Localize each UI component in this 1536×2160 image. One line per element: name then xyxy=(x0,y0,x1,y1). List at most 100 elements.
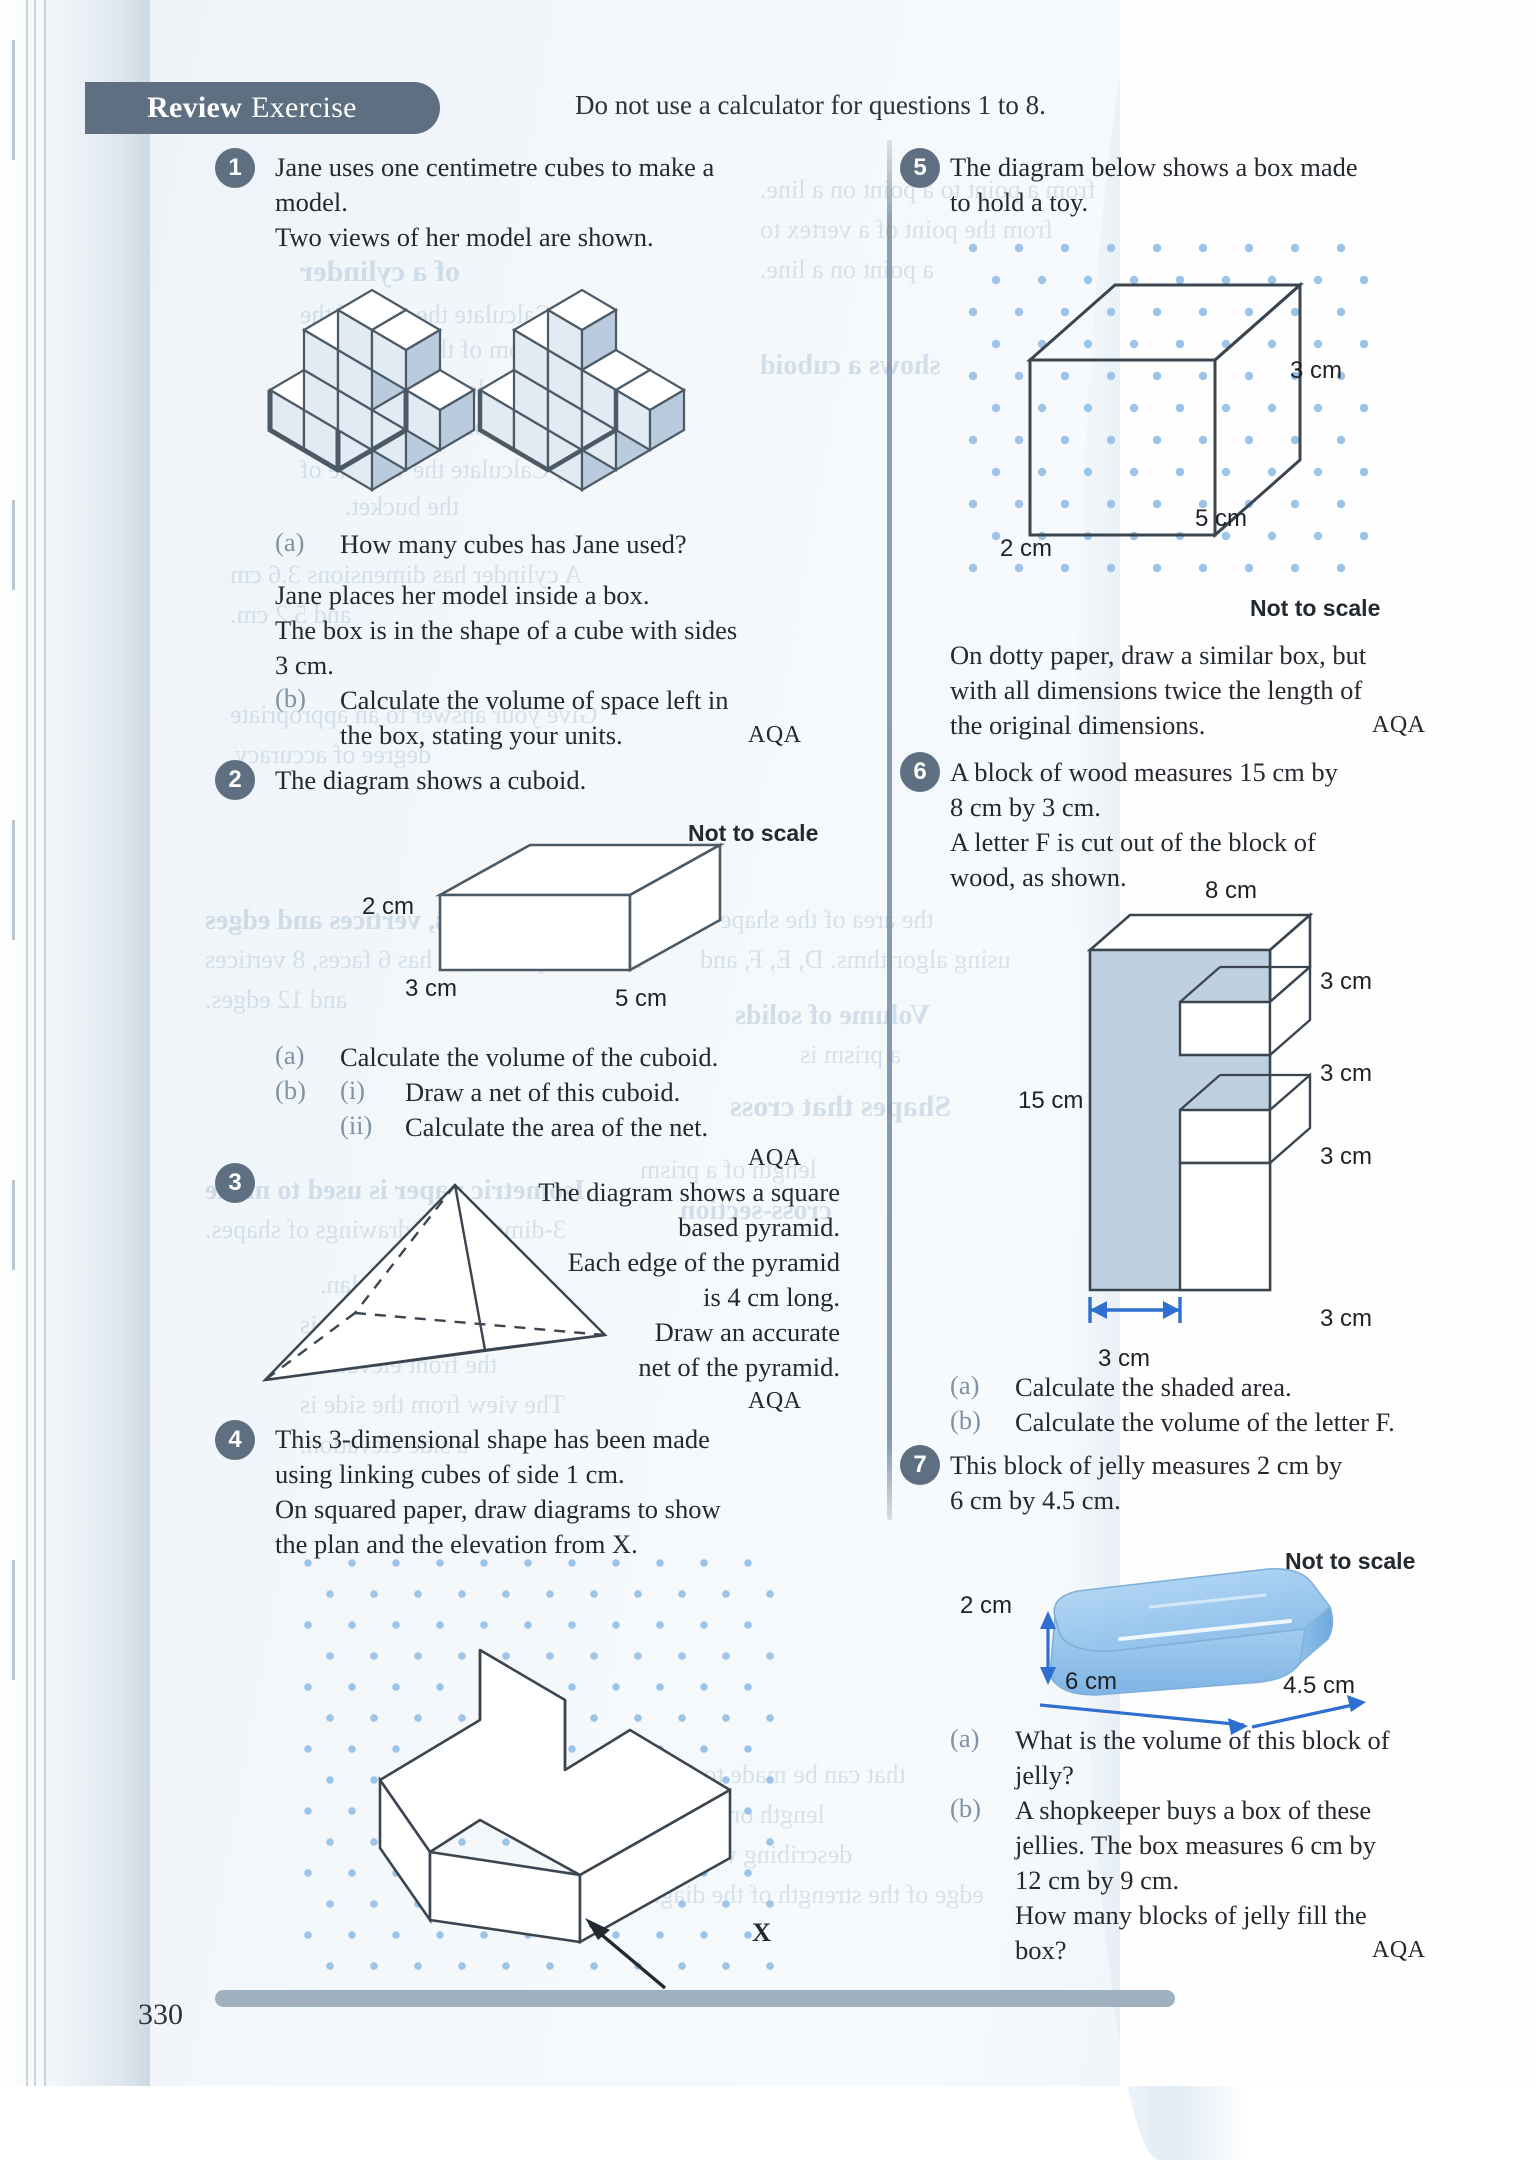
q7-part-b-line-2: jellies. The box measures 6 cm by xyxy=(1015,1830,1376,1860)
q7-part-b-line-5: box? xyxy=(1015,1935,1067,1965)
q6-dim-bottom: 3 cm xyxy=(1098,1345,1151,1372)
review-exercise-banner: Review Exercise xyxy=(85,82,440,134)
q7-part-a-line-1: What is the volume of this block of xyxy=(1015,1725,1390,1755)
q4-line-3: On squared paper, draw diagrams to show xyxy=(275,1494,721,1524)
q5-tail-line-1: On dotty paper, draw a similar box, but xyxy=(950,640,1367,670)
q7-jelly-block-diagram xyxy=(1039,1567,1366,1735)
q7-not-to-scale: Not to scale xyxy=(1285,1548,1416,1574)
q1-part-a-label: (a) xyxy=(275,527,305,557)
q1-mid-line-3: 3 cm. xyxy=(275,650,334,680)
q3-line-2: based pyramid. xyxy=(678,1212,840,1242)
question-number-6: 6 xyxy=(900,752,940,792)
q2-dim-width: 5 cm xyxy=(615,985,668,1012)
q3-square-pyramid-diagram xyxy=(261,1183,608,1382)
question-number-3: 3 xyxy=(215,1163,255,1203)
q7-part-b-line-3: 12 cm by 9 cm. xyxy=(1015,1865,1180,1895)
question-number-1: 1 xyxy=(215,148,255,188)
q1-part-b-label: (b) xyxy=(275,683,306,713)
q2-part-b-i-label: (i) xyxy=(340,1075,366,1105)
q6-dim-r3: 3 cm xyxy=(1320,1143,1373,1170)
book-spine xyxy=(0,0,150,2086)
q6-dim-r4: 3 cm xyxy=(1320,1305,1373,1332)
spine-line xyxy=(44,0,46,2086)
footer-bar xyxy=(215,1990,1175,2007)
banner-title-bold: Review xyxy=(147,91,243,124)
q6-letter-f-block-diagram xyxy=(1086,912,1314,1323)
spine-tick xyxy=(12,1560,15,1680)
q6-part-a-text: Calculate the shaded area. xyxy=(1015,1372,1292,1402)
spine-tick xyxy=(12,40,15,160)
q3-line-1: The diagram shows a square xyxy=(538,1177,840,1207)
q7-part-a-label: (a) xyxy=(950,1723,980,1753)
q1-part-a-text: How many cubes has Jane used? xyxy=(340,529,687,559)
q2-dim-height: 2 cm xyxy=(362,893,415,920)
q2-part-b-i-text: Draw a net of this cuboid. xyxy=(405,1077,681,1107)
spine-line xyxy=(26,0,28,2086)
q7-line-2: 6 cm by 4.5 cm. xyxy=(950,1485,1121,1515)
q1-source: AQA xyxy=(748,722,802,748)
q5-tail-line-3: the original dimensions. xyxy=(950,710,1206,740)
q4-linking-cubes-shape xyxy=(378,1648,732,1990)
page-number: 330 xyxy=(138,1998,183,2031)
q7-part-b-line-1: A shopkeeper buys a box of these xyxy=(1015,1795,1372,1825)
q2-line-1: The diagram shows a cuboid. xyxy=(275,765,587,795)
q6-line-4: wood, as shown. xyxy=(950,862,1127,892)
q3-line-3: Each edge of the pyramid xyxy=(567,1247,840,1277)
q1-part-b-line-1: Calculate the volume of space left in xyxy=(340,685,729,715)
q2-not-to-scale: Not to scale xyxy=(688,820,819,846)
q2-part-a-text: Calculate the volume of the cuboid. xyxy=(340,1042,719,1072)
q7-part-a-line-2: jelly? xyxy=(1015,1760,1074,1790)
q1-part-b-line-2: the box, stating your units. xyxy=(340,720,623,750)
q5-dim-width: 5 cm xyxy=(1195,505,1248,532)
q3-line-6: net of the pyramid. xyxy=(638,1352,840,1382)
q6-dim-r1: 3 cm xyxy=(1320,968,1373,995)
q3-source: AQA xyxy=(748,1388,802,1414)
q5-dim-depth: 2 cm xyxy=(1000,535,1053,562)
question-number-4: 4 xyxy=(215,1420,255,1460)
q2-dim-depth: 3 cm xyxy=(405,975,458,1002)
q5-box-diagram xyxy=(1026,281,1304,539)
question-number-5: 5 xyxy=(900,148,940,188)
q7-dim-width: 6 cm xyxy=(1065,1668,1118,1695)
spine-tick xyxy=(12,1180,15,1270)
q7-line-1: This block of jelly measures 2 cm by xyxy=(950,1450,1343,1480)
q6-part-b-label: (b) xyxy=(950,1405,981,1435)
q1-line-2: model. xyxy=(275,187,348,217)
q2-part-b-ii-text: Calculate the area of the net. xyxy=(405,1112,709,1142)
q5-line-1: The diagram below shows a box made xyxy=(950,152,1358,182)
q5-dim-height: 3 cm xyxy=(1290,357,1343,384)
q1-cube-model-diagram xyxy=(267,288,686,492)
q2-part-a-label: (a) xyxy=(275,1040,305,1070)
q2-cuboid-diagram xyxy=(434,842,726,973)
column-divider xyxy=(887,140,892,1520)
q4-line-1: This 3-dimensional shape has been made xyxy=(275,1424,710,1454)
q6-dim-left: 15 cm xyxy=(1018,1087,1084,1114)
q2-part-b-label: (b) xyxy=(275,1075,306,1105)
q6-dim-top: 8 cm xyxy=(1205,877,1258,904)
q1-mid-line-2: The box is in the shape of a cube with s… xyxy=(275,615,738,645)
q7-source: AQA xyxy=(1372,1937,1426,1963)
spine-tick xyxy=(12,500,15,590)
spine-line xyxy=(34,0,36,2086)
q2-part-b-ii-label: (ii) xyxy=(340,1110,373,1140)
q6-part-a-label: (a) xyxy=(950,1370,980,1400)
q7-part-b-label: (b) xyxy=(950,1793,981,1823)
q5-tail-line-2: with all dimensions twice the length of xyxy=(950,675,1363,705)
q2-source: AQA xyxy=(748,1145,802,1171)
q7-part-b-line-4: How many blocks of jelly fill the xyxy=(1015,1900,1367,1930)
q6-line-2: 8 cm by 3 cm. xyxy=(950,792,1101,822)
q1-mid-line-1: Jane places her model inside a box. xyxy=(275,580,650,610)
q4-line-4: the plan and the elevation from X. xyxy=(275,1529,638,1559)
spine-tick xyxy=(12,820,15,940)
q6-line-1: A block of wood measures 15 cm by xyxy=(950,757,1338,787)
q1-line-1: Jane uses one centimetre cubes to make a xyxy=(275,152,715,182)
q1-line-3: Two views of her model are shown. xyxy=(275,222,654,252)
q6-part-b-text: Calculate the volume of the letter F. xyxy=(1015,1407,1395,1437)
banner-title-rest: Exercise xyxy=(251,91,357,124)
question-number-2: 2 xyxy=(215,760,255,800)
q7-dim-depth: 4.5 cm xyxy=(1283,1672,1356,1699)
q6-line-3: A letter F is cut out of the block of xyxy=(950,827,1316,857)
q5-not-to-scale: Not to scale xyxy=(1250,595,1381,621)
q7-dim-height: 2 cm xyxy=(960,1592,1013,1619)
q4-line-2: using linking cubes of side 1 cm. xyxy=(275,1459,625,1489)
